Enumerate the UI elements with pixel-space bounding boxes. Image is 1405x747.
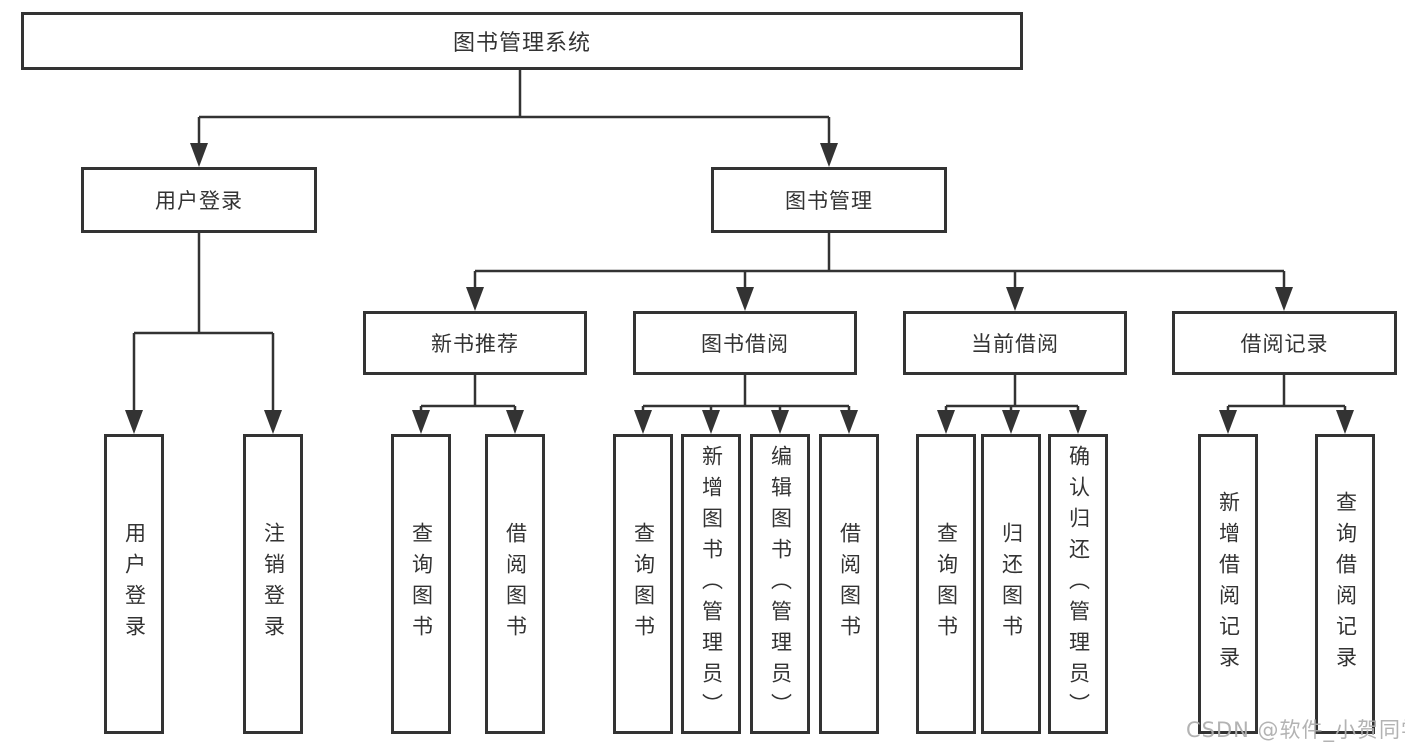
connector-book-management-to-level3 <box>473 233 1286 290</box>
node-user-login-label: 用户登录 <box>155 189 243 213</box>
node-current-borrowing: 当前借阅 <box>903 311 1127 375</box>
leaf-query-books-recommend: 查询图书 <box>391 434 451 734</box>
leaf-borrow-books-recommend-label: 借阅图书 <box>503 522 528 646</box>
leaf-add-borrow-record: 新增借阅记录 <box>1198 434 1258 734</box>
leaf-borrow-books-borrowing: 借阅图书 <box>819 434 879 734</box>
leaf-confirm-return-admin: 确认归还（管理员） <box>1048 434 1108 734</box>
connector-root-to-level2 <box>197 70 831 146</box>
leaf-query-books-recommend-label: 查询图书 <box>409 522 434 646</box>
node-library-management-system: 图书管理系统 <box>21 12 1023 70</box>
leaf-return-books: 归还图书 <box>981 434 1041 734</box>
leaf-add-borrow-record-label: 新增借阅记录 <box>1216 491 1241 677</box>
leaf-return-books-label: 归还图书 <box>999 522 1024 646</box>
arrowheads-level3 <box>466 287 1293 311</box>
node-borrowing-records-label: 借阅记录 <box>1240 332 1329 356</box>
node-new-book-recommendation-label: 新书推荐 <box>431 332 519 356</box>
leaf-confirm-return-admin-label: 确认归还（管理员） <box>1066 444 1091 724</box>
leaf-logout: 注销登录 <box>243 434 303 734</box>
node-user-login: 用户登录 <box>81 167 317 233</box>
node-borrowing-records: 借阅记录 <box>1172 311 1397 375</box>
leaf-user-login: 用户登录 <box>104 434 164 734</box>
leaf-add-books-admin: 新增图书（管理员） <box>681 434 741 734</box>
leaf-add-books-admin-label: 新增图书（管理员） <box>699 444 724 724</box>
leaf-logout-label: 注销登录 <box>261 522 286 646</box>
leaf-borrow-books-borrowing-label: 借阅图书 <box>837 522 862 646</box>
leaf-query-books-current: 查询图书 <box>916 434 976 734</box>
node-book-management: 图书管理 <box>711 167 947 233</box>
leaf-query-books-borrowing: 查询图书 <box>613 434 673 734</box>
leaf-edit-books-admin: 编辑图书（管理员） <box>750 434 810 734</box>
watermark: CSDN @软件_小贺同学 <box>1186 718 1405 742</box>
leaf-query-books-current-label: 查询图书 <box>934 522 959 646</box>
node-new-book-recommendation: 新书推荐 <box>363 311 587 375</box>
node-book-borrowing-label: 图书借阅 <box>701 332 789 356</box>
node-current-borrowing-label: 当前借阅 <box>971 332 1059 356</box>
connector-user-login-children <box>132 233 275 413</box>
leaf-edit-books-admin-label: 编辑图书（管理员） <box>768 444 793 724</box>
leaf-borrow-books-recommend: 借阅图书 <box>485 434 545 734</box>
leaf-user-login-label: 用户登录 <box>122 522 147 646</box>
arrowheads-leaves <box>412 410 1354 434</box>
leaf-query-borrow-record-label: 查询借阅记录 <box>1333 491 1358 677</box>
arrowheads-user-login-children <box>125 410 282 434</box>
node-book-management-label: 图书管理 <box>785 189 873 213</box>
node-library-management-system-label: 图书管理系统 <box>452 31 591 56</box>
node-book-borrowing: 图书借阅 <box>633 311 857 375</box>
leaf-query-books-borrowing-label: 查询图书 <box>631 522 656 646</box>
leaf-query-borrow-record: 查询借阅记录 <box>1315 434 1375 734</box>
arrowheads-level2 <box>190 143 838 167</box>
connector-level3-to-leaves <box>419 375 1347 414</box>
